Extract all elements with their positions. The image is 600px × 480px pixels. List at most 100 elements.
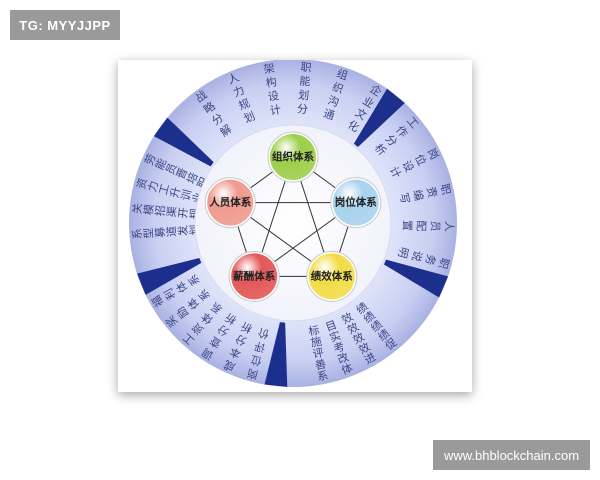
sector-char: 说 [409, 249, 425, 263]
sector-char: 务 [422, 253, 437, 267]
core-node-label: 组织体系 [272, 150, 314, 163]
sector-char: 劳 [142, 152, 158, 167]
sector-char: 开 [176, 207, 190, 219]
sector-char: 沟 [326, 94, 341, 110]
sector-char: 改 [335, 350, 350, 367]
core-node-label: 岗位体系 [335, 196, 377, 209]
sector-char: 力 [231, 84, 246, 100]
sector-divider-5 [153, 117, 214, 167]
sector-char: 实 [327, 328, 342, 345]
sector-char: 明 [395, 246, 410, 260]
sector-char: 职 [438, 182, 453, 196]
sector-char: 分 [233, 332, 248, 348]
sector-divider-1 [353, 88, 405, 147]
sector-char: 构 [265, 74, 278, 90]
sector-char: 编 [410, 188, 426, 202]
sector-char: 能 [152, 156, 169, 172]
sector-char: 模 [142, 203, 156, 215]
core-node-5: 人员体系 [204, 177, 256, 229]
sector-char: 织 [331, 80, 346, 96]
hr-wheel: 战略分解人力规划架构设计职能划分组织沟通企业文化工作分析岗位设计职责编写人员配置… [129, 60, 457, 387]
sector-char: 系 [316, 369, 329, 384]
sector-char: 划 [298, 89, 310, 103]
sector-char: 施 [310, 335, 323, 350]
sector-char: 写 [397, 192, 412, 206]
sector-char: 职 [436, 256, 451, 270]
core-node-label: 绩效体系 [311, 269, 353, 282]
sector-char: 位 [249, 352, 263, 368]
sector-char: 评 [253, 339, 267, 354]
sector-char: 组 [335, 66, 350, 83]
site-badge: www.bhblockchain.com [433, 440, 590, 470]
core-node-label: 薪酬体系 [233, 269, 275, 282]
sector-char: 晋 [174, 166, 190, 181]
sector-char: 标 [307, 323, 320, 339]
core-node-4: 薪酬体系 [228, 250, 280, 302]
sector-char: 计 [269, 103, 282, 118]
sector-char: 成 [222, 357, 237, 373]
sector-char: 力 [146, 179, 161, 193]
sector-char: 析 [239, 319, 255, 336]
hr-system-diagram: 战略分解人力规划架构设计职能划分组织沟通企业文化工作分析岗位设计职责编写人员配置… [118, 60, 472, 392]
sector-char: 发 [175, 225, 190, 237]
sector-char: 评 [312, 346, 325, 361]
sector-char: 系 [131, 228, 145, 240]
sector-char: 职 [300, 61, 312, 75]
sector-char: 价 [256, 325, 270, 340]
tag-badge: TG: MYYJJPP [10, 10, 120, 40]
sector-char: 培 [183, 170, 200, 186]
sector-char: 募 [153, 226, 167, 238]
sector-char: 岗 [246, 366, 260, 381]
sector-char: 人 [442, 221, 455, 232]
sector-char: 善 [314, 356, 327, 372]
sector-char: 资 [134, 177, 149, 191]
sector-texts: 战略分解人力规划架构设计职能划分组织沟通企业文化工作分析岗位设计职责编写人员配置… [130, 61, 456, 384]
sector-char: 划 [242, 109, 257, 125]
core-node-1: 组织体系 [267, 131, 319, 183]
sector-char: 设 [267, 89, 280, 104]
sector-char: 架 [263, 62, 276, 77]
sector-char: 考 [332, 340, 347, 356]
sector-char: 岗 [425, 146, 442, 162]
sector-char: 体 [339, 360, 354, 377]
core-node-label: 人员体系 [209, 196, 251, 209]
sector-char: 员 [163, 161, 179, 176]
sector-char: 配 [414, 220, 427, 231]
sector-char: 关 [130, 202, 145, 214]
sector-char: 训 [179, 188, 194, 202]
sector-char: 分 [297, 102, 309, 116]
sector-char: 员 [428, 220, 441, 231]
sector-char: 责 [424, 185, 439, 199]
sector-char: 工 [157, 182, 172, 196]
sector-divider-4 [137, 258, 202, 295]
sector-char: 置 [400, 220, 413, 231]
sector-char: 目 [324, 318, 339, 334]
sector-dividers [137, 88, 449, 387]
sector-divider-3 [264, 322, 288, 387]
sector-char: 升 [168, 185, 183, 199]
sector-char: 本 [227, 345, 243, 362]
sector-char: 能 [299, 74, 311, 89]
sector-char: 通 [322, 107, 337, 123]
sector-divider-2 [383, 259, 449, 298]
sector-char: 渠 [165, 206, 179, 218]
sector-char: 道 [164, 226, 179, 238]
